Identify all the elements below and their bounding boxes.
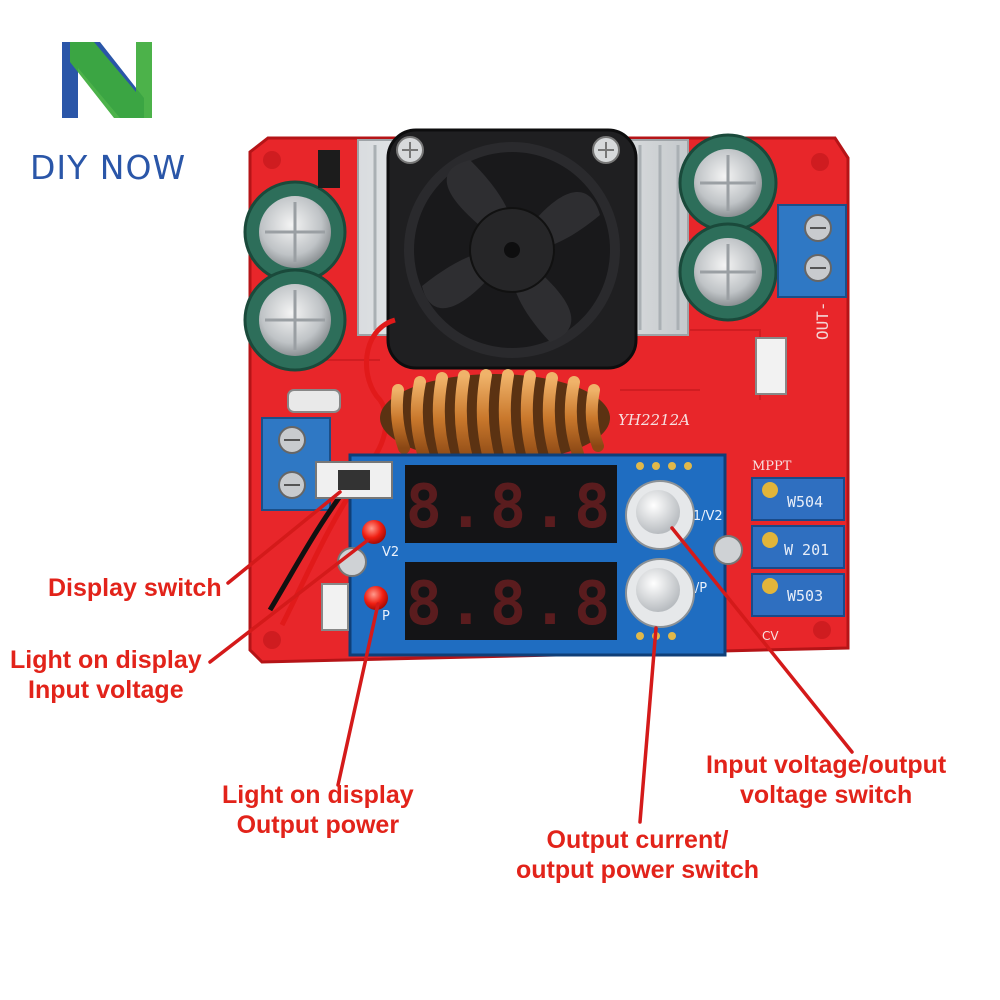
- trimmer-pot-icon: W 201: [751, 525, 845, 569]
- brand-logo-icon: [62, 42, 152, 118]
- callout-voltage-switch-line1: Input voltage/output: [706, 751, 947, 779]
- callout-current-power-line2: output power switch: [516, 856, 760, 884]
- trimmer-pot-icon: W504: [751, 477, 845, 521]
- silk-p: P: [382, 609, 390, 624]
- silk-cv: CV: [762, 629, 779, 643]
- callout-output-power-line2: Output power: [236, 811, 400, 839]
- brand-name: DIY NOW: [30, 148, 187, 187]
- seven-segment-display-bottom: 8.8.8: [405, 562, 617, 640]
- line-output-power: [336, 602, 380, 787]
- callout-input-voltage-light: Light on display Input voltage: [10, 645, 202, 705]
- silk-out-minus: OUT-: [813, 301, 832, 340]
- display-slide-switch[interactable]: [315, 461, 393, 499]
- silk-v2: V2: [382, 545, 399, 560]
- callout-output-power-light: Light on display Output power: [222, 780, 414, 840]
- pcb-silkscreen-out: OUT-: [813, 301, 832, 340]
- capacitors: [243, 133, 778, 372]
- silk-mppt: MPPT: [752, 459, 792, 474]
- callout-voltage-switch-line2: voltage switch: [739, 781, 913, 809]
- silk-model: YH2212A: [618, 411, 690, 429]
- line-current-power: [638, 626, 658, 824]
- output-terminal-block: [777, 204, 847, 298]
- cooling-fan-icon: [386, 128, 638, 370]
- callout-voltage-switch: Input voltage/output voltage switch: [706, 750, 946, 810]
- callout-current-power-switch: Output current/ output power switch: [516, 825, 759, 885]
- display-top-digits: 8.8.8: [406, 472, 617, 542]
- capacitor-icon: [678, 222, 778, 322]
- pot-label-3: W503: [787, 587, 823, 605]
- callout-display-switch: Display switch: [48, 573, 222, 603]
- line-input-voltage: [208, 538, 370, 664]
- diode-icon: [318, 150, 340, 188]
- capacitor-icon: [243, 268, 347, 372]
- callout-input-voltage-line1: Light on display: [10, 646, 202, 674]
- fuse-icon: [287, 389, 341, 413]
- display-bottom-digits: 8.8.8: [406, 569, 617, 639]
- voltage-switch-button[interactable]: [625, 480, 695, 550]
- input-voltage-led-icon: [362, 520, 386, 544]
- callout-input-voltage-line2: Input voltage: [28, 676, 184, 704]
- capacitor-icon: [678, 133, 778, 233]
- trimmer-pot-icon: W503: [751, 573, 845, 617]
- callout-lines: [208, 490, 854, 824]
- shunt-resistor: [755, 337, 787, 395]
- pot-label-2: W 201: [784, 541, 829, 559]
- callout-current-power-line1: Output current/: [546, 826, 729, 854]
- line-voltage-switch: [670, 526, 854, 754]
- seven-segment-display-top: 8.8.8: [405, 465, 617, 543]
- callout-display-switch-text: Display switch: [48, 574, 222, 602]
- line-display-switch: [226, 490, 342, 585]
- callout-output-power-line1: Light on display: [222, 781, 414, 809]
- capacitor-icon: [243, 180, 347, 284]
- trimmer-potentiometers: W504 W 201 W503: [751, 477, 845, 617]
- pot-label-1: W504: [787, 493, 823, 511]
- inductor-coil-icon: [380, 369, 610, 468]
- output-power-led-icon: [364, 586, 388, 610]
- jst-connector-icon: [321, 583, 349, 631]
- current-power-switch-button[interactable]: [625, 558, 695, 628]
